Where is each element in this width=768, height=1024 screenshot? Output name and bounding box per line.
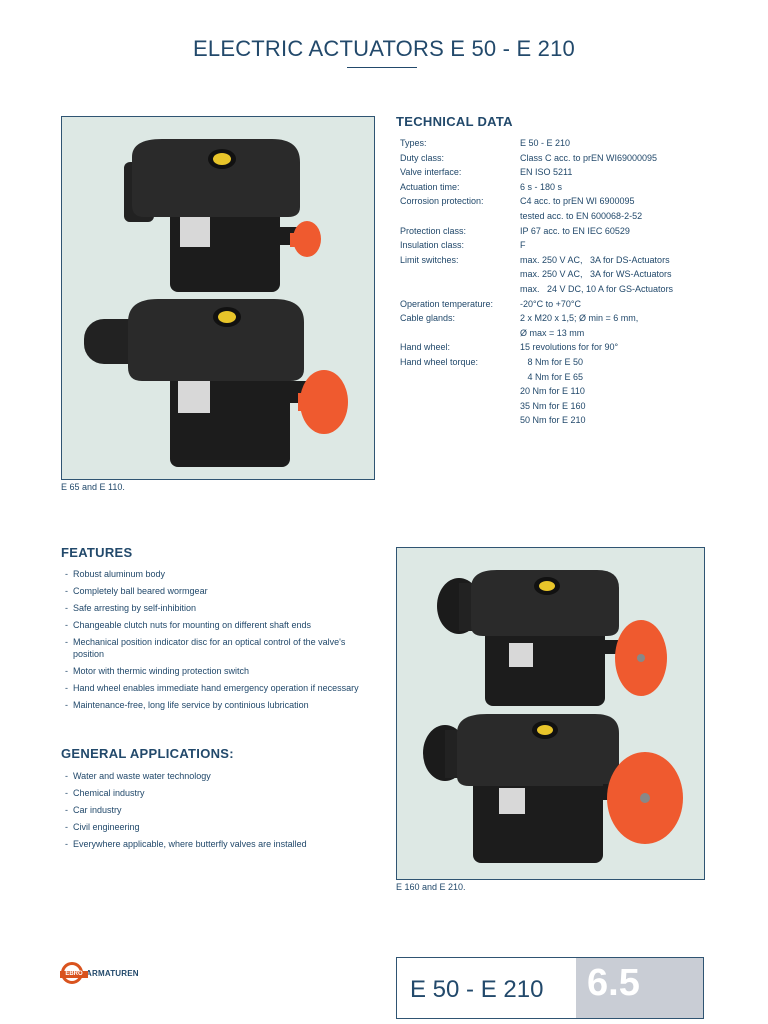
technical-data-value: tested acc. to EN 600068-2-52 <box>520 210 643 221</box>
logo-band: EBRO <box>60 971 88 978</box>
technical-data-row: tested acc. to EN 600068-2-52 <box>400 209 673 224</box>
technical-data-value: max. 250 V AC, 3A for DS-Actuators <box>520 254 670 265</box>
list-item: Everywhere applicable, where butterfly v… <box>61 839 361 851</box>
technical-data-row: Hand wheel torque: 8 Nm for E 50 <box>400 355 673 370</box>
technical-data-row: Duty class: Class C acc. to prEN WI690000… <box>400 151 673 166</box>
actuator-image-lower <box>84 299 348 467</box>
technical-data-label: Duty class: <box>400 152 445 163</box>
actuator-image-upper <box>124 139 321 292</box>
technical-data-value: Class C acc. to prEN WI69000095 <box>520 152 658 163</box>
list-item: Car industry <box>61 805 361 817</box>
technical-data-label <box>400 326 520 341</box>
technical-data-value: 50 Nm for E 210 <box>520 415 586 426</box>
technical-data-label: Corrosion protection: <box>400 196 484 207</box>
applications-list: Water and waste water technologyChemical… <box>61 771 361 856</box>
technical-data-row: max. 250 V AC, 3A for WS-Actuators <box>400 267 673 282</box>
technical-data-row: Limit switches: max. 250 V AC, 3A for DS-… <box>400 253 673 268</box>
logo-emblem: EBRO <box>60 962 88 984</box>
technical-data-value: 6 s - 180 s <box>520 181 563 192</box>
list-item: Robust aluminum body <box>61 569 361 581</box>
actuator-image-lower <box>423 714 683 863</box>
technical-data-row: max. 24 V DC, 10 A for GS-Actuators <box>400 282 673 297</box>
technical-data-heading: TECHNICAL DATA <box>396 114 513 129</box>
technical-data-row: 35 Nm for E 160 <box>400 399 673 414</box>
technical-data-label: Hand wheel: <box>400 342 451 353</box>
technical-data-row: Actuation time: 6 s - 180 s <box>400 180 673 195</box>
technical-data-value: E 50 - E 210 <box>520 138 571 148</box>
list-item: Safe arresting by self-inhibition <box>61 603 361 615</box>
list-item: Water and waste water technology <box>61 771 361 783</box>
actuator-photo-e65-e110 <box>61 116 375 480</box>
list-item: Hand wheel enables immediate hand emerge… <box>61 683 361 695</box>
technical-data-row: Cable glands: 2 x M20 x 1,5; Ø min = 6 mm… <box>400 311 673 326</box>
ebro-armaturen-logo: EBRO ARMATUREN <box>60 960 139 986</box>
technical-data-label <box>400 384 520 399</box>
technical-data-label: Cable glands: <box>400 313 456 324</box>
technical-data-label: Valve interface: <box>400 167 462 178</box>
list-item: Civil engineering <box>61 822 361 834</box>
technical-data-label: Insulation class: <box>400 240 465 251</box>
technical-data-row: Protection class: IP 67 acc. to EN IEC 60… <box>400 224 673 239</box>
technical-data-label <box>400 282 520 297</box>
applications-heading: GENERAL APPLICATIONS: <box>61 746 234 761</box>
technical-data-value: 4 Nm for E 65 <box>520 371 584 382</box>
technical-data-label: Types: <box>400 138 427 148</box>
technical-data-value: max. 24 V DC, 10 A for GS-Actuators <box>520 283 674 294</box>
technical-data-row: Hand wheel: 15 revolutions for for 90° <box>400 340 673 355</box>
technical-data-row: 4 Nm for E 65 <box>400 370 673 385</box>
list-item: Mechanical position indicator disc for a… <box>61 637 361 660</box>
list-item: Maintenance-free, long life service by c… <box>61 700 361 712</box>
features-heading: FEATURES <box>61 545 133 560</box>
technical-data-label <box>400 209 520 224</box>
technical-data-row: Insulation class: F <box>400 238 673 253</box>
technical-data-row: 50 Nm for E 210 <box>400 413 673 428</box>
actuator-photo-e160-e210 <box>396 547 705 880</box>
technical-data-label: Protection class: <box>400 225 467 236</box>
technical-data-label <box>400 267 520 282</box>
technical-data-row: Valve interface: EN ISO 5211 <box>400 165 673 180</box>
technical-data-value: C4 acc. to prEN WI 6900095 <box>520 196 635 207</box>
technical-data-label <box>400 370 520 385</box>
technical-data-label <box>400 413 520 428</box>
list-item: Motor with thermic winding protection sw… <box>61 666 361 678</box>
technical-data-value: Ø max = 13 mm <box>520 327 585 338</box>
technical-data-value: 35 Nm for E 160 <box>520 400 586 411</box>
technical-data-row: Types: E 50 - E 210 <box>400 136 673 151</box>
technical-data-row: Corrosion protection: C4 acc. to prEN WI … <box>400 194 673 209</box>
technical-data-label <box>400 399 520 414</box>
technical-data-row: 20 Nm for E 110 <box>400 384 673 399</box>
logo-text: ARMATUREN <box>86 968 139 978</box>
features-list: Robust aluminum bodyCompletely ball bear… <box>61 569 361 717</box>
section-number-tab <box>576 958 703 1018</box>
technical-data-value: 8 Nm for E 50 <box>520 356 584 367</box>
list-item: Completely ball beared wormgear <box>61 586 361 598</box>
technical-data-row: Operation temperature: -20°C to +70°C <box>400 297 673 312</box>
technical-data-value: max. 250 V AC, 3A for WS-Actuators <box>520 269 672 280</box>
technical-data-value: 15 revolutions for for 90° <box>520 342 619 353</box>
technical-data-value: EN ISO 5211 <box>520 167 573 178</box>
technical-data-value: IP 67 acc. to EN IEC 60529 <box>520 225 630 236</box>
technical-data-label: Operation temperature: <box>400 298 494 309</box>
technical-data-value: 2 x M20 x 1,5; Ø min = 6 mm, <box>520 313 639 324</box>
technical-data-value: 20 Nm for E 110 <box>520 386 585 397</box>
technical-data-label: Limit switches: <box>400 254 459 265</box>
section-number: 6.5 <box>587 962 640 1004</box>
page-title: ELECTRIC ACTUATORS E 50 - E 210 <box>193 36 575 61</box>
technical-data-label: Actuation time: <box>400 181 460 192</box>
technical-data-row: Ø max = 13 mm <box>400 326 673 341</box>
figure-caption-bottom: E 160 and E 210. <box>396 882 466 892</box>
list-item: Changeable clutch nuts for mounting on d… <box>61 620 361 632</box>
figure-caption-top: E 65 and E 110. <box>61 482 125 492</box>
footer-model-range: E 50 - E 210 <box>410 976 544 1003</box>
technical-data-value: F <box>520 240 526 251</box>
technical-data-label: Hand wheel torque: <box>400 356 479 367</box>
actuator-image-upper <box>437 570 667 706</box>
list-item: Chemical industry <box>61 788 361 800</box>
title-underline <box>347 67 417 68</box>
technical-data-value: -20°C to +70°C <box>520 298 581 309</box>
